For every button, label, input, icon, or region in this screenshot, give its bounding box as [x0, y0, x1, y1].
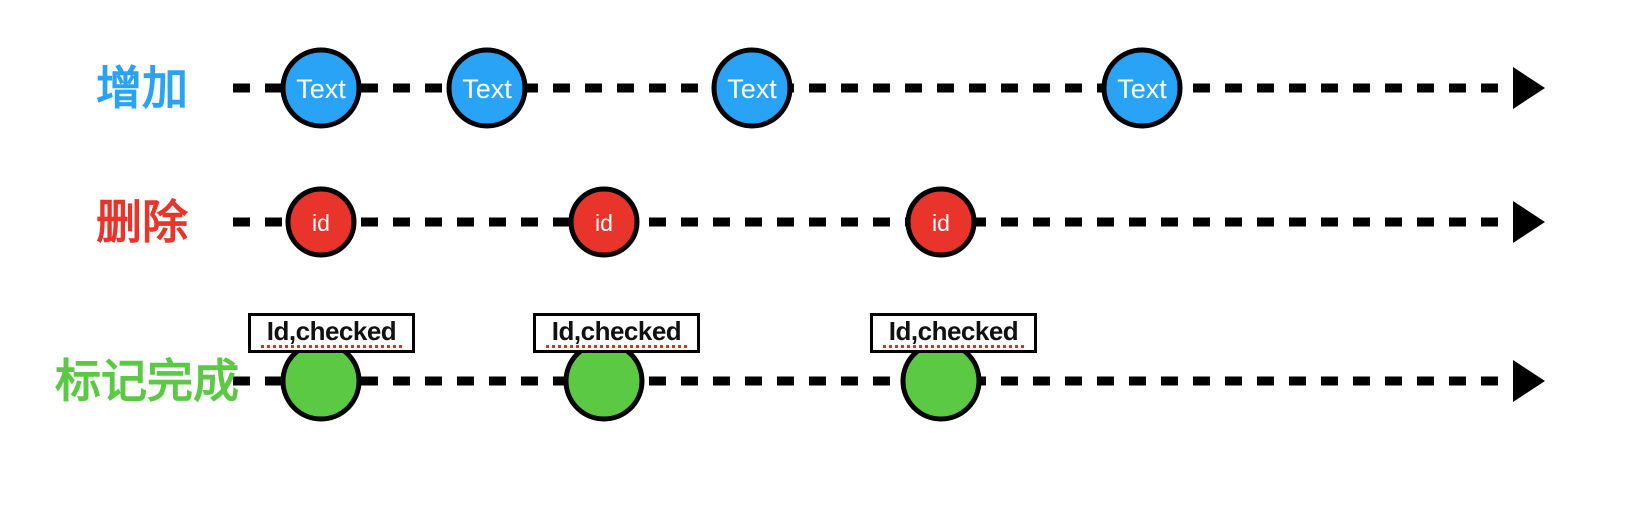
node-label: id: [595, 210, 613, 236]
node-circle: [900, 340, 982, 422]
node-add-2[interactable]: Text: [711, 47, 793, 129]
timeline-arrowhead-mark-complete: [1513, 360, 1545, 402]
node-mark-complete-1[interactable]: [563, 340, 645, 422]
node-annotation-box-mark-complete-0[interactable]: Id,checked: [248, 313, 415, 353]
node-annotation-box-mark-complete-2[interactable]: Id,checked: [870, 313, 1037, 353]
node-circle: [446, 47, 528, 129]
node-circle: [568, 186, 640, 258]
timeline-arrowhead-add: [1513, 67, 1545, 109]
node-mark-complete-0[interactable]: [280, 340, 362, 422]
node-label: Text: [296, 74, 346, 104]
node-annotation-box-mark-complete-1[interactable]: Id,checked: [533, 313, 700, 353]
timeline-arrowhead-delete: [1513, 201, 1545, 243]
node-circle: [1101, 47, 1183, 129]
node-delete-1[interactable]: id: [568, 186, 640, 258]
node-circle: [905, 186, 977, 258]
node-add-3[interactable]: Text: [1101, 47, 1183, 129]
node-annotation-text: Id,checked: [260, 318, 403, 348]
node-circle: [711, 47, 793, 129]
row-label-delete: 删除: [96, 196, 188, 248]
node-label: Text: [1117, 74, 1167, 104]
node-circle: [280, 47, 362, 129]
node-label: Text: [727, 74, 777, 104]
node-label: id: [312, 210, 330, 236]
node-label: id: [932, 210, 950, 236]
row-label-mark-complete: 标记完成: [55, 355, 239, 407]
node-mark-complete-2[interactable]: [900, 340, 982, 422]
node-add-1[interactable]: Text: [446, 47, 528, 129]
node-circle: [563, 340, 645, 422]
node-delete-0[interactable]: id: [285, 186, 357, 258]
node-annotation-text: Id,checked: [545, 318, 688, 348]
row-label-add: 增加: [96, 62, 188, 114]
node-circle: [285, 186, 357, 258]
node-delete-2[interactable]: id: [905, 186, 977, 258]
node-add-0[interactable]: Text: [280, 47, 362, 129]
node-annotation-text: Id,checked: [882, 318, 1025, 348]
node-circle: [280, 340, 362, 422]
node-label: Text: [462, 74, 512, 104]
